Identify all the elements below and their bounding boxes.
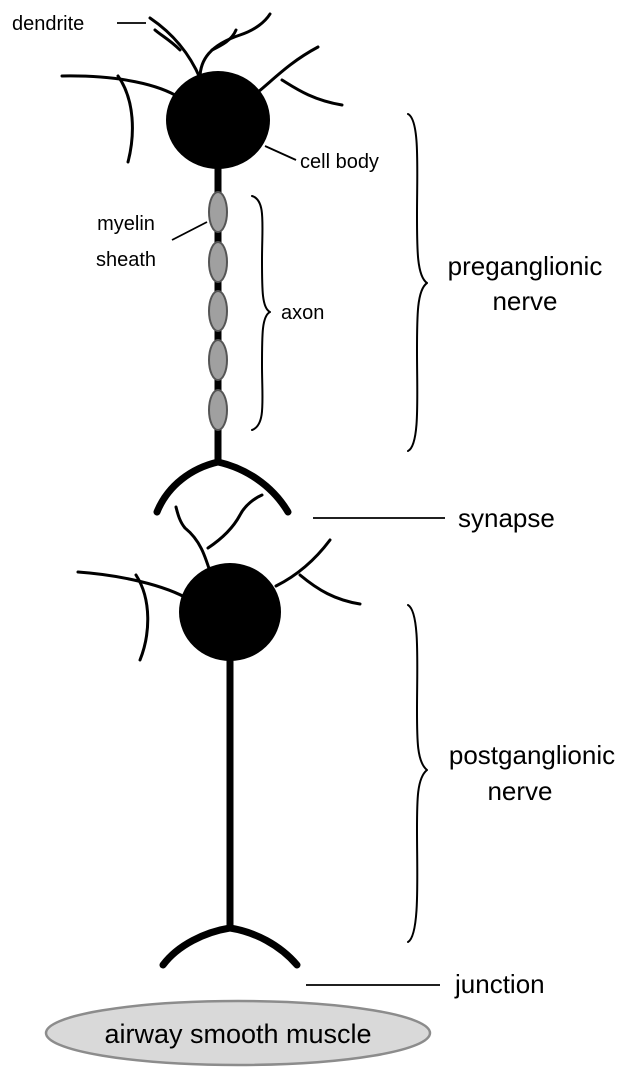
cell-body-leader-line <box>265 146 296 160</box>
myelin-segment <box>209 192 227 232</box>
myelin-leader-line <box>172 222 207 240</box>
labels: dendrite cell body myelin sheath axon pr… <box>12 13 615 999</box>
myelin-label-line1: myelin <box>97 213 155 235</box>
muscle-label: airway smooth muscle <box>104 1019 371 1049</box>
myelin-label-line2: sheath <box>96 249 156 271</box>
myelin-sheath-segments <box>209 192 227 430</box>
airway-smooth-muscle: airway smooth muscle <box>46 1001 430 1065</box>
myelin-segment <box>209 340 227 380</box>
pre-cell-body <box>166 71 270 169</box>
postganglionic-label-line1: postganglionic <box>449 740 615 770</box>
braces <box>252 114 427 942</box>
axon-label: axon <box>281 302 324 324</box>
postganglionic-label-line2: nerve <box>487 776 552 806</box>
preganglionic-label-line2: nerve <box>492 286 557 316</box>
cell-body-label: cell body <box>300 151 379 173</box>
preganglionic-brace <box>408 114 427 451</box>
preganglionic-label-line1: preganglionic <box>448 251 603 281</box>
post-axon-terminal <box>163 928 297 965</box>
junction-label: junction <box>454 969 545 999</box>
postganglionic-neuron <box>78 495 360 965</box>
myelin-segment <box>209 242 227 282</box>
myelin-segment <box>209 291 227 331</box>
pre-axon-terminal <box>157 462 288 512</box>
synapse-label: synapse <box>458 503 555 533</box>
dendrite-label: dendrite <box>12 13 84 35</box>
post-cell-body <box>179 563 281 661</box>
axon-brace <box>252 196 270 430</box>
postganglionic-brace <box>408 605 427 942</box>
myelin-segment <box>209 390 227 430</box>
